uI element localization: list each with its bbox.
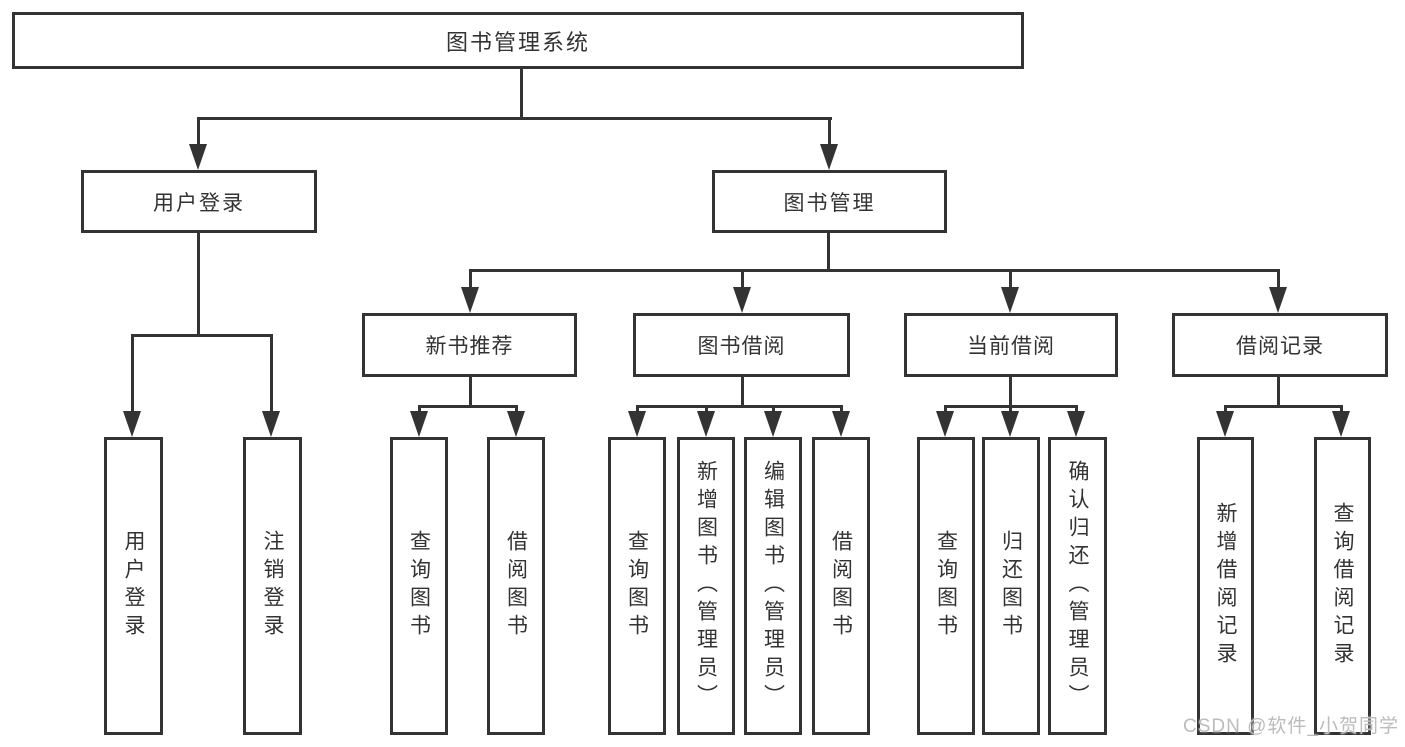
- connector-branch: [1224, 405, 1343, 408]
- arrow-down-icon: [764, 411, 782, 437]
- leaf-query-books-current: 查询图书: [917, 437, 975, 735]
- connector-drop: [741, 269, 744, 299]
- arrow-down-icon: [936, 411, 954, 437]
- arrow-down-icon: [628, 411, 646, 437]
- leaf-label: 查询图书: [407, 530, 431, 642]
- connector-drop: [469, 269, 472, 299]
- connector-drop: [1009, 269, 1012, 299]
- leaf-label: 借阅图书: [829, 530, 853, 642]
- node-new-book-recommend: 新书推荐: [362, 313, 577, 377]
- leaf-label: 新增借阅记录: [1214, 502, 1237, 670]
- connector-stem: [741, 377, 744, 408]
- node-root: 图书管理系统: [12, 12, 1024, 69]
- arrow-down-icon: [507, 411, 525, 437]
- connector-drop: [828, 117, 831, 157]
- leaf-query-borrow-record: 查询借阅记录: [1314, 437, 1371, 735]
- leaf-add-borrow-record: 新增借阅记录: [1197, 437, 1254, 735]
- connector-stem: [1277, 377, 1280, 408]
- arrow-down-icon: [1216, 411, 1234, 437]
- csdn-watermark: CSDN @软件_小贺同学: [1183, 716, 1399, 737]
- arrow-down-icon: [1001, 411, 1019, 437]
- connector-level2-branch: [469, 269, 1280, 272]
- leaf-edit-book-admin: 编辑图书（管理员）: [744, 437, 802, 735]
- connector-branch: [418, 405, 518, 408]
- leaf-query-books-recommend: 查询图书: [390, 437, 448, 735]
- connector-stem: [469, 377, 472, 408]
- arrow-down-icon: [1332, 411, 1350, 437]
- leaf-label: 确认归还（管理员）: [1066, 460, 1089, 712]
- arrow-down-icon: [1001, 287, 1019, 313]
- connector-drop: [197, 117, 200, 157]
- leaf-label: 用户登录: [122, 530, 145, 642]
- connector-branch: [636, 405, 843, 408]
- leaf-borrow-books: 借阅图书: [812, 437, 870, 735]
- arrow-down-icon: [410, 411, 428, 437]
- node-borrow-record: 借阅记录: [1172, 313, 1388, 377]
- node-book-manage: 图书管理: [712, 170, 947, 233]
- leaf-label: 归还图书: [999, 530, 1023, 642]
- leaf-label: 编辑图书（管理员）: [761, 460, 785, 712]
- leaf-label: 查询借阅记录: [1331, 502, 1354, 670]
- node-user-login: 用户登录: [81, 170, 317, 233]
- connector-drop: [270, 334, 273, 424]
- arrow-down-icon: [262, 411, 280, 437]
- connector-book-manage-stem: [827, 233, 830, 272]
- arrow-down-icon: [123, 411, 141, 437]
- arrow-down-icon: [820, 144, 838, 170]
- connector-drop: [1277, 269, 1280, 299]
- connector-root-stem: [520, 68, 523, 118]
- node-book-borrow: 图书借阅: [633, 313, 850, 377]
- node-current-borrow: 当前借阅: [904, 313, 1118, 377]
- leaf-user-login: 用户登录: [104, 437, 163, 735]
- leaf-confirm-return-admin: 确认归还（管理员）: [1048, 437, 1107, 735]
- connector-user-login-branch: [131, 334, 272, 337]
- leaf-borrow-books-recommend: 借阅图书: [487, 437, 545, 735]
- leaf-label: 借阅图书: [504, 530, 528, 642]
- arrow-down-icon: [733, 287, 751, 313]
- leaf-add-book-admin: 新增图书（管理员）: [677, 437, 735, 735]
- leaf-label: 查询图书: [625, 530, 649, 642]
- connector-level1-branch: [197, 117, 832, 120]
- leaf-label: 新增图书（管理员）: [694, 460, 718, 712]
- connector-stem: [1009, 377, 1012, 408]
- arrow-down-icon: [697, 411, 715, 437]
- arrow-down-icon: [461, 287, 479, 313]
- leaf-query-books-borrow: 查询图书: [608, 437, 666, 735]
- leaf-logout: 注销登录: [243, 437, 302, 735]
- connector-drop: [131, 334, 134, 424]
- leaf-return-book: 归还图书: [982, 437, 1040, 735]
- connector-user-login-stem: [197, 233, 200, 337]
- leaf-label: 查询图书: [934, 530, 958, 642]
- leaf-label: 注销登录: [261, 530, 284, 642]
- arrow-down-icon: [832, 411, 850, 437]
- arrow-down-icon: [1269, 287, 1287, 313]
- arrow-down-icon: [189, 144, 207, 170]
- arrow-down-icon: [1067, 411, 1085, 437]
